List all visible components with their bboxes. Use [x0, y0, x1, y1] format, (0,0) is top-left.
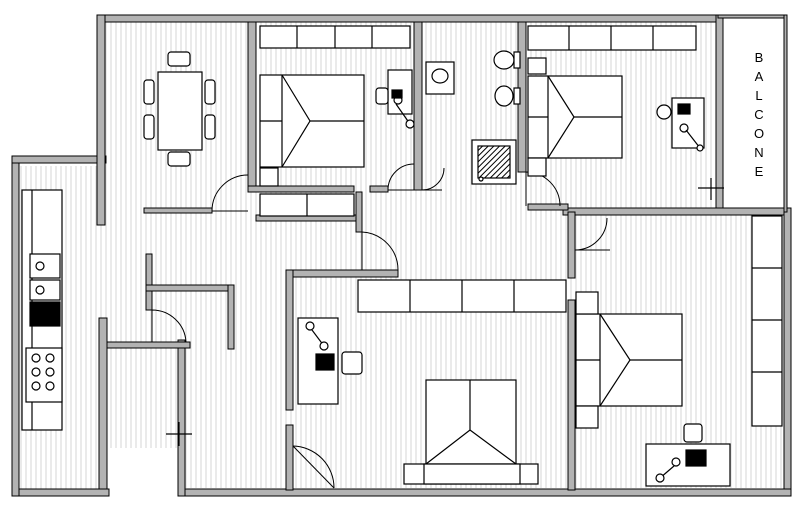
walls: [11, 14, 792, 497]
bedroom-2-furniture: [527, 25, 705, 177]
balcony-letter: O: [754, 126, 764, 141]
bathroom-fixtures: [425, 50, 521, 185]
dining-table: [143, 51, 216, 167]
master-bedroom-furniture: [297, 279, 567, 485]
balcony-letter: A: [755, 69, 764, 84]
balcony-letter: B: [755, 50, 764, 65]
bedroom-3-furniture: [575, 215, 783, 487]
bedroom-1-furniture: [259, 25, 415, 217]
balcony-letter: C: [754, 107, 763, 122]
balcony-letter: E: [755, 164, 764, 179]
balcony-letter: L: [755, 88, 762, 103]
cross-marks: [166, 178, 724, 446]
balcony-letter: N: [754, 145, 763, 160]
kitchen-counter: [21, 189, 63, 431]
doors: [151, 163, 610, 489]
